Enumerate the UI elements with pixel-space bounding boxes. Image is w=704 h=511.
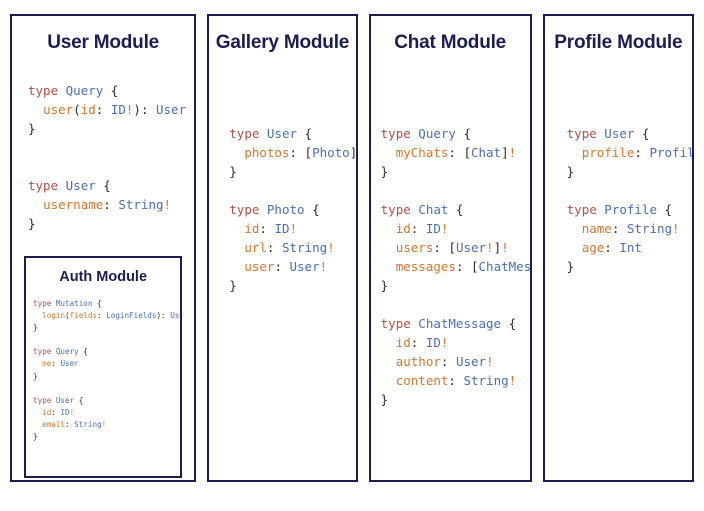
schema-code-profile: type User { profile: Profile! } type Pro…: [566, 125, 695, 274]
schema-code-user: type Query { user(id: ID!): User } type …: [28, 82, 187, 231]
module-title-gallery: Gallery Module: [215, 32, 350, 53]
schema-code-gallery: type User { photos: [Photo]! } type Phot…: [229, 125, 358, 293]
module-card-user[interactable]: User Module type Query { user(id: ID!): …: [10, 14, 197, 482]
module-title-chat: Chat Module: [394, 32, 507, 53]
schema-code-chat: type Query { myChats: [Chat]! } type Cha…: [380, 125, 532, 407]
module-card-chat[interactable]: Chat Module type Query { myChats: [Chat]…: [368, 14, 532, 482]
module-title-auth: Auth Module: [59, 269, 148, 285]
module-card-profile[interactable]: Profile Module type User { profile: Prof…: [542, 14, 695, 482]
module-card-gallery[interactable]: Gallery Module type User { photos: [Phot…: [207, 14, 358, 482]
module-card-auth[interactable]: Auth Module type Mutation { login(fields…: [24, 256, 183, 478]
module-title-user: User Module: [47, 32, 160, 53]
schema-code-auth: type Mutation { login(fields: LoginField…: [33, 299, 180, 442]
module-title-profile: Profile Module: [554, 32, 683, 53]
